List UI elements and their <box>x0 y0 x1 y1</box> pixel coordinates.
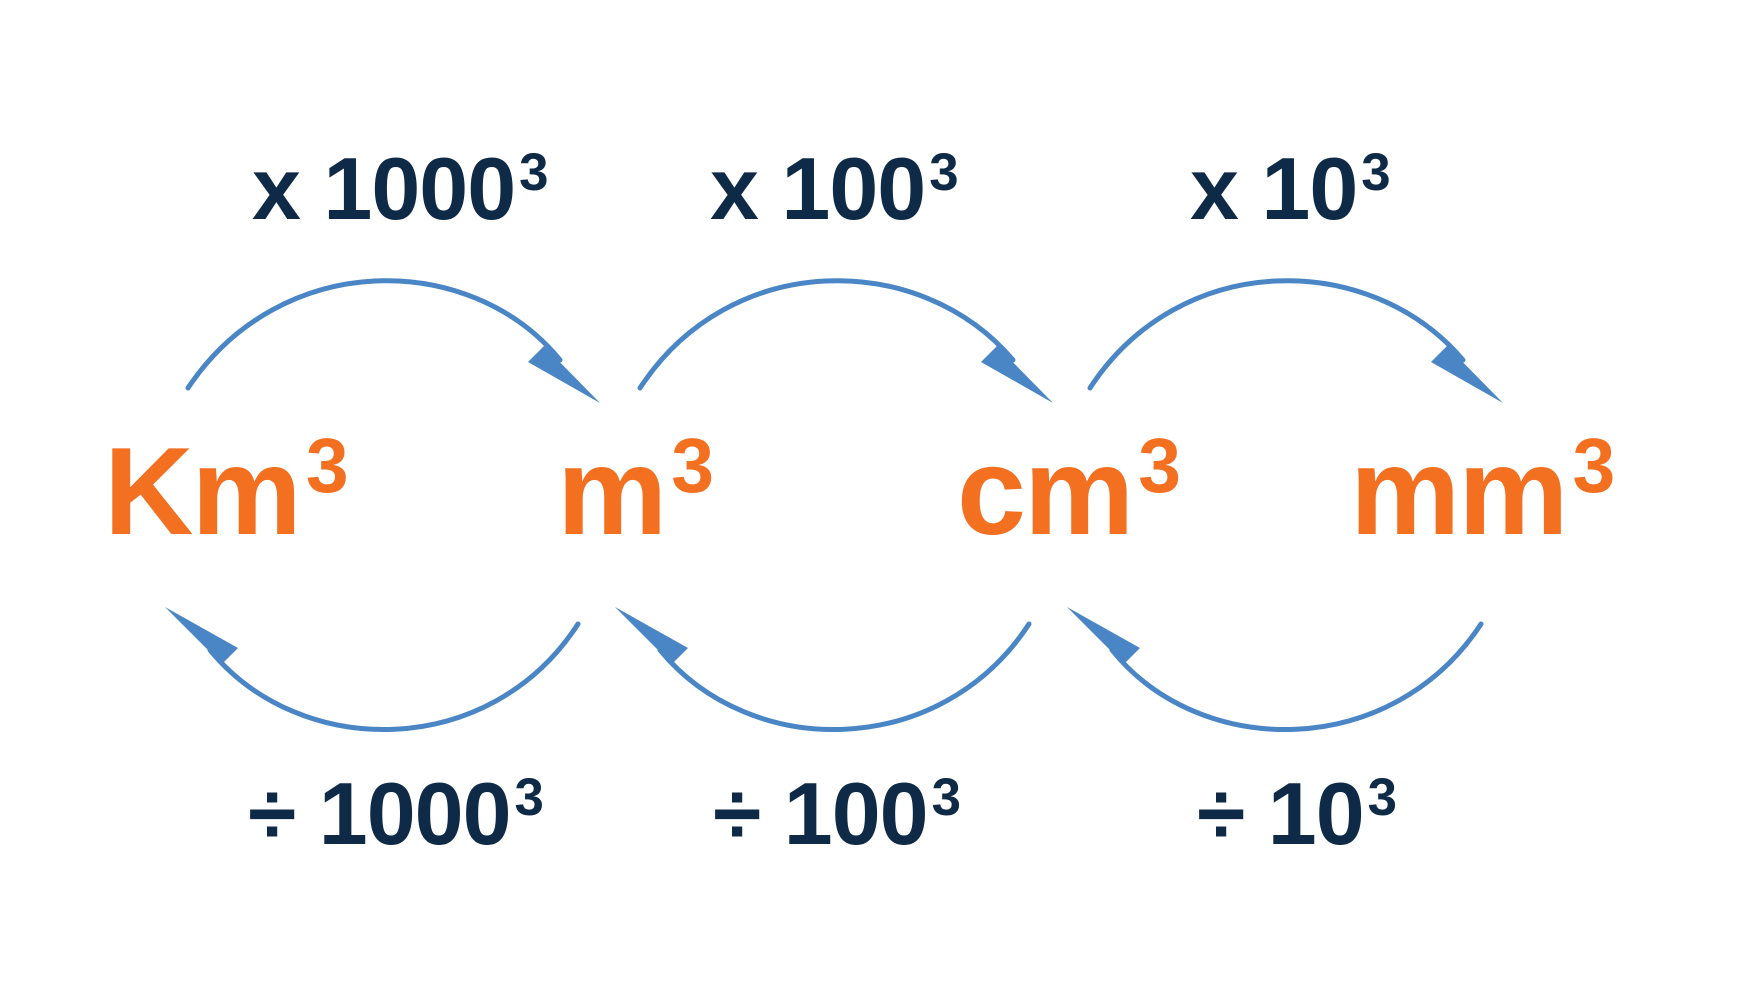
arrow-divide-mm-cm <box>1067 607 1484 732</box>
divide-factor-cm-m: ÷ 1003 <box>713 767 961 858</box>
unit-m3: m3 <box>557 427 714 554</box>
divide-factor-m-km: ÷ 10003 <box>248 767 544 858</box>
unit-mm3: mm3 <box>1350 427 1615 554</box>
operator-symbol: ÷ <box>713 764 761 863</box>
factor-exponent: 3 <box>1367 767 1397 827</box>
unit-exponent: 3 <box>1572 422 1616 509</box>
arrow-multiply-km-m <box>185 278 600 403</box>
operator-symbol: x <box>252 139 301 238</box>
factor-number: 100 <box>781 139 926 238</box>
operator-symbol: ÷ <box>248 764 296 863</box>
operator-symbol: ÷ <box>1197 764 1245 863</box>
unit-cm3: cm3 <box>957 427 1181 554</box>
unit-exponent: 3 <box>671 422 714 509</box>
arrow-multiply-cm-mm <box>1087 278 1503 403</box>
unit-exponent: 3 <box>305 422 349 509</box>
factor-number: 10 <box>1267 764 1365 863</box>
multiply-factor-cm-mm: x 103 <box>1190 142 1391 233</box>
arrow-multiply-m-cm <box>637 278 1053 403</box>
divide-factor-mm-cm: ÷ 103 <box>1197 767 1397 858</box>
unit-km3: Km3 <box>104 427 349 554</box>
unit-base: mm <box>1350 423 1569 561</box>
unit-exponent: 3 <box>1138 422 1181 509</box>
factor-number: 1000 <box>318 764 512 863</box>
operator-symbol: x <box>710 139 759 238</box>
factor-exponent: 3 <box>1361 142 1390 202</box>
factor-exponent: 3 <box>519 142 548 202</box>
operator-symbol: x <box>1190 139 1239 238</box>
factor-number: 1000 <box>323 139 516 238</box>
factor-number: 10 <box>1261 139 1358 238</box>
multiply-factor-m-cm: x 1003 <box>710 142 959 233</box>
arrow-divide-m-km <box>165 607 581 732</box>
unit-base: m <box>557 423 667 561</box>
factor-exponent: 3 <box>929 142 958 202</box>
multiply-factor-km-m: x 10003 <box>252 142 549 233</box>
factor-exponent: 3 <box>931 767 961 827</box>
arrow-divide-cm-m <box>615 607 1032 732</box>
unit-base: Km <box>104 423 302 561</box>
factor-number: 100 <box>783 764 929 863</box>
unit-base: cm <box>957 423 1134 561</box>
factor-exponent: 3 <box>514 767 544 827</box>
